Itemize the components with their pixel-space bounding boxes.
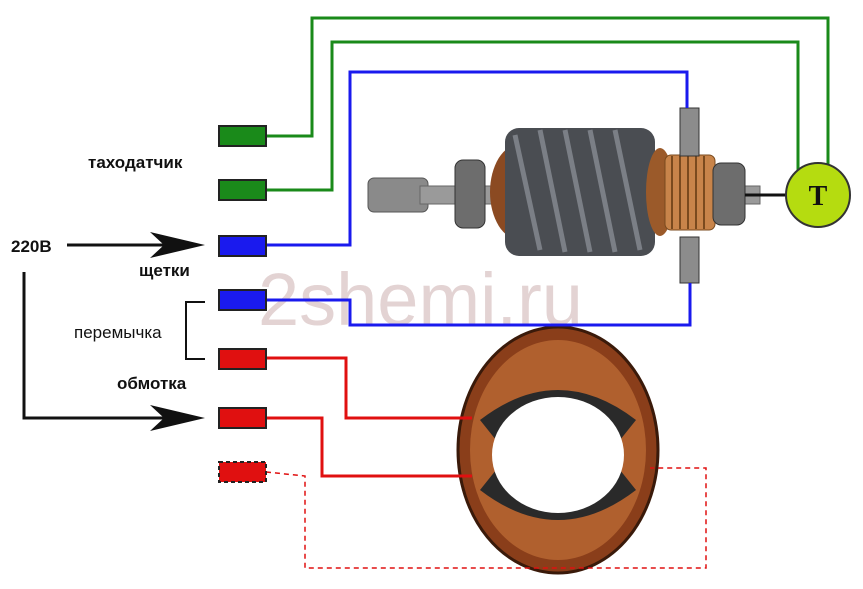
arrowhead-1 (150, 232, 205, 258)
terminal-winding-1 (218, 348, 267, 370)
label-winding: обмотка (117, 374, 187, 393)
brush-top (679, 107, 700, 157)
jumper-bracket (185, 301, 205, 360)
tacho-wire-2 (266, 40, 800, 192)
label-voltage: 220В (11, 237, 52, 256)
brush-wire-1 (266, 70, 689, 247)
terminal-tacho-2 (218, 179, 267, 201)
stator-winding (456, 325, 660, 575)
brush-bottom (679, 236, 700, 284)
terminal-brush-1 (218, 235, 267, 257)
arrowhead-2 (150, 405, 205, 431)
winding-wire-optional (265, 467, 707, 569)
winding-wire-1 (266, 356, 472, 420)
supply-arrow-2 (22, 272, 190, 420)
label-jumper: перемычка (74, 323, 162, 342)
terminal-brush-2 (218, 289, 267, 311)
brush-wire-2 (266, 283, 692, 327)
tacho-generator: T (785, 162, 851, 228)
tacho-wire-1 (266, 16, 830, 164)
winding-wire-2 (266, 416, 472, 478)
tacho-symbol: T (809, 181, 828, 212)
terminal-winding-2 (218, 407, 267, 429)
terminal-winding-optional (218, 461, 267, 483)
rotor-armature (367, 128, 761, 256)
label-tacho: таходатчик (88, 153, 183, 172)
label-brushes: щетки (139, 261, 190, 280)
terminal-tacho-1 (218, 125, 267, 147)
